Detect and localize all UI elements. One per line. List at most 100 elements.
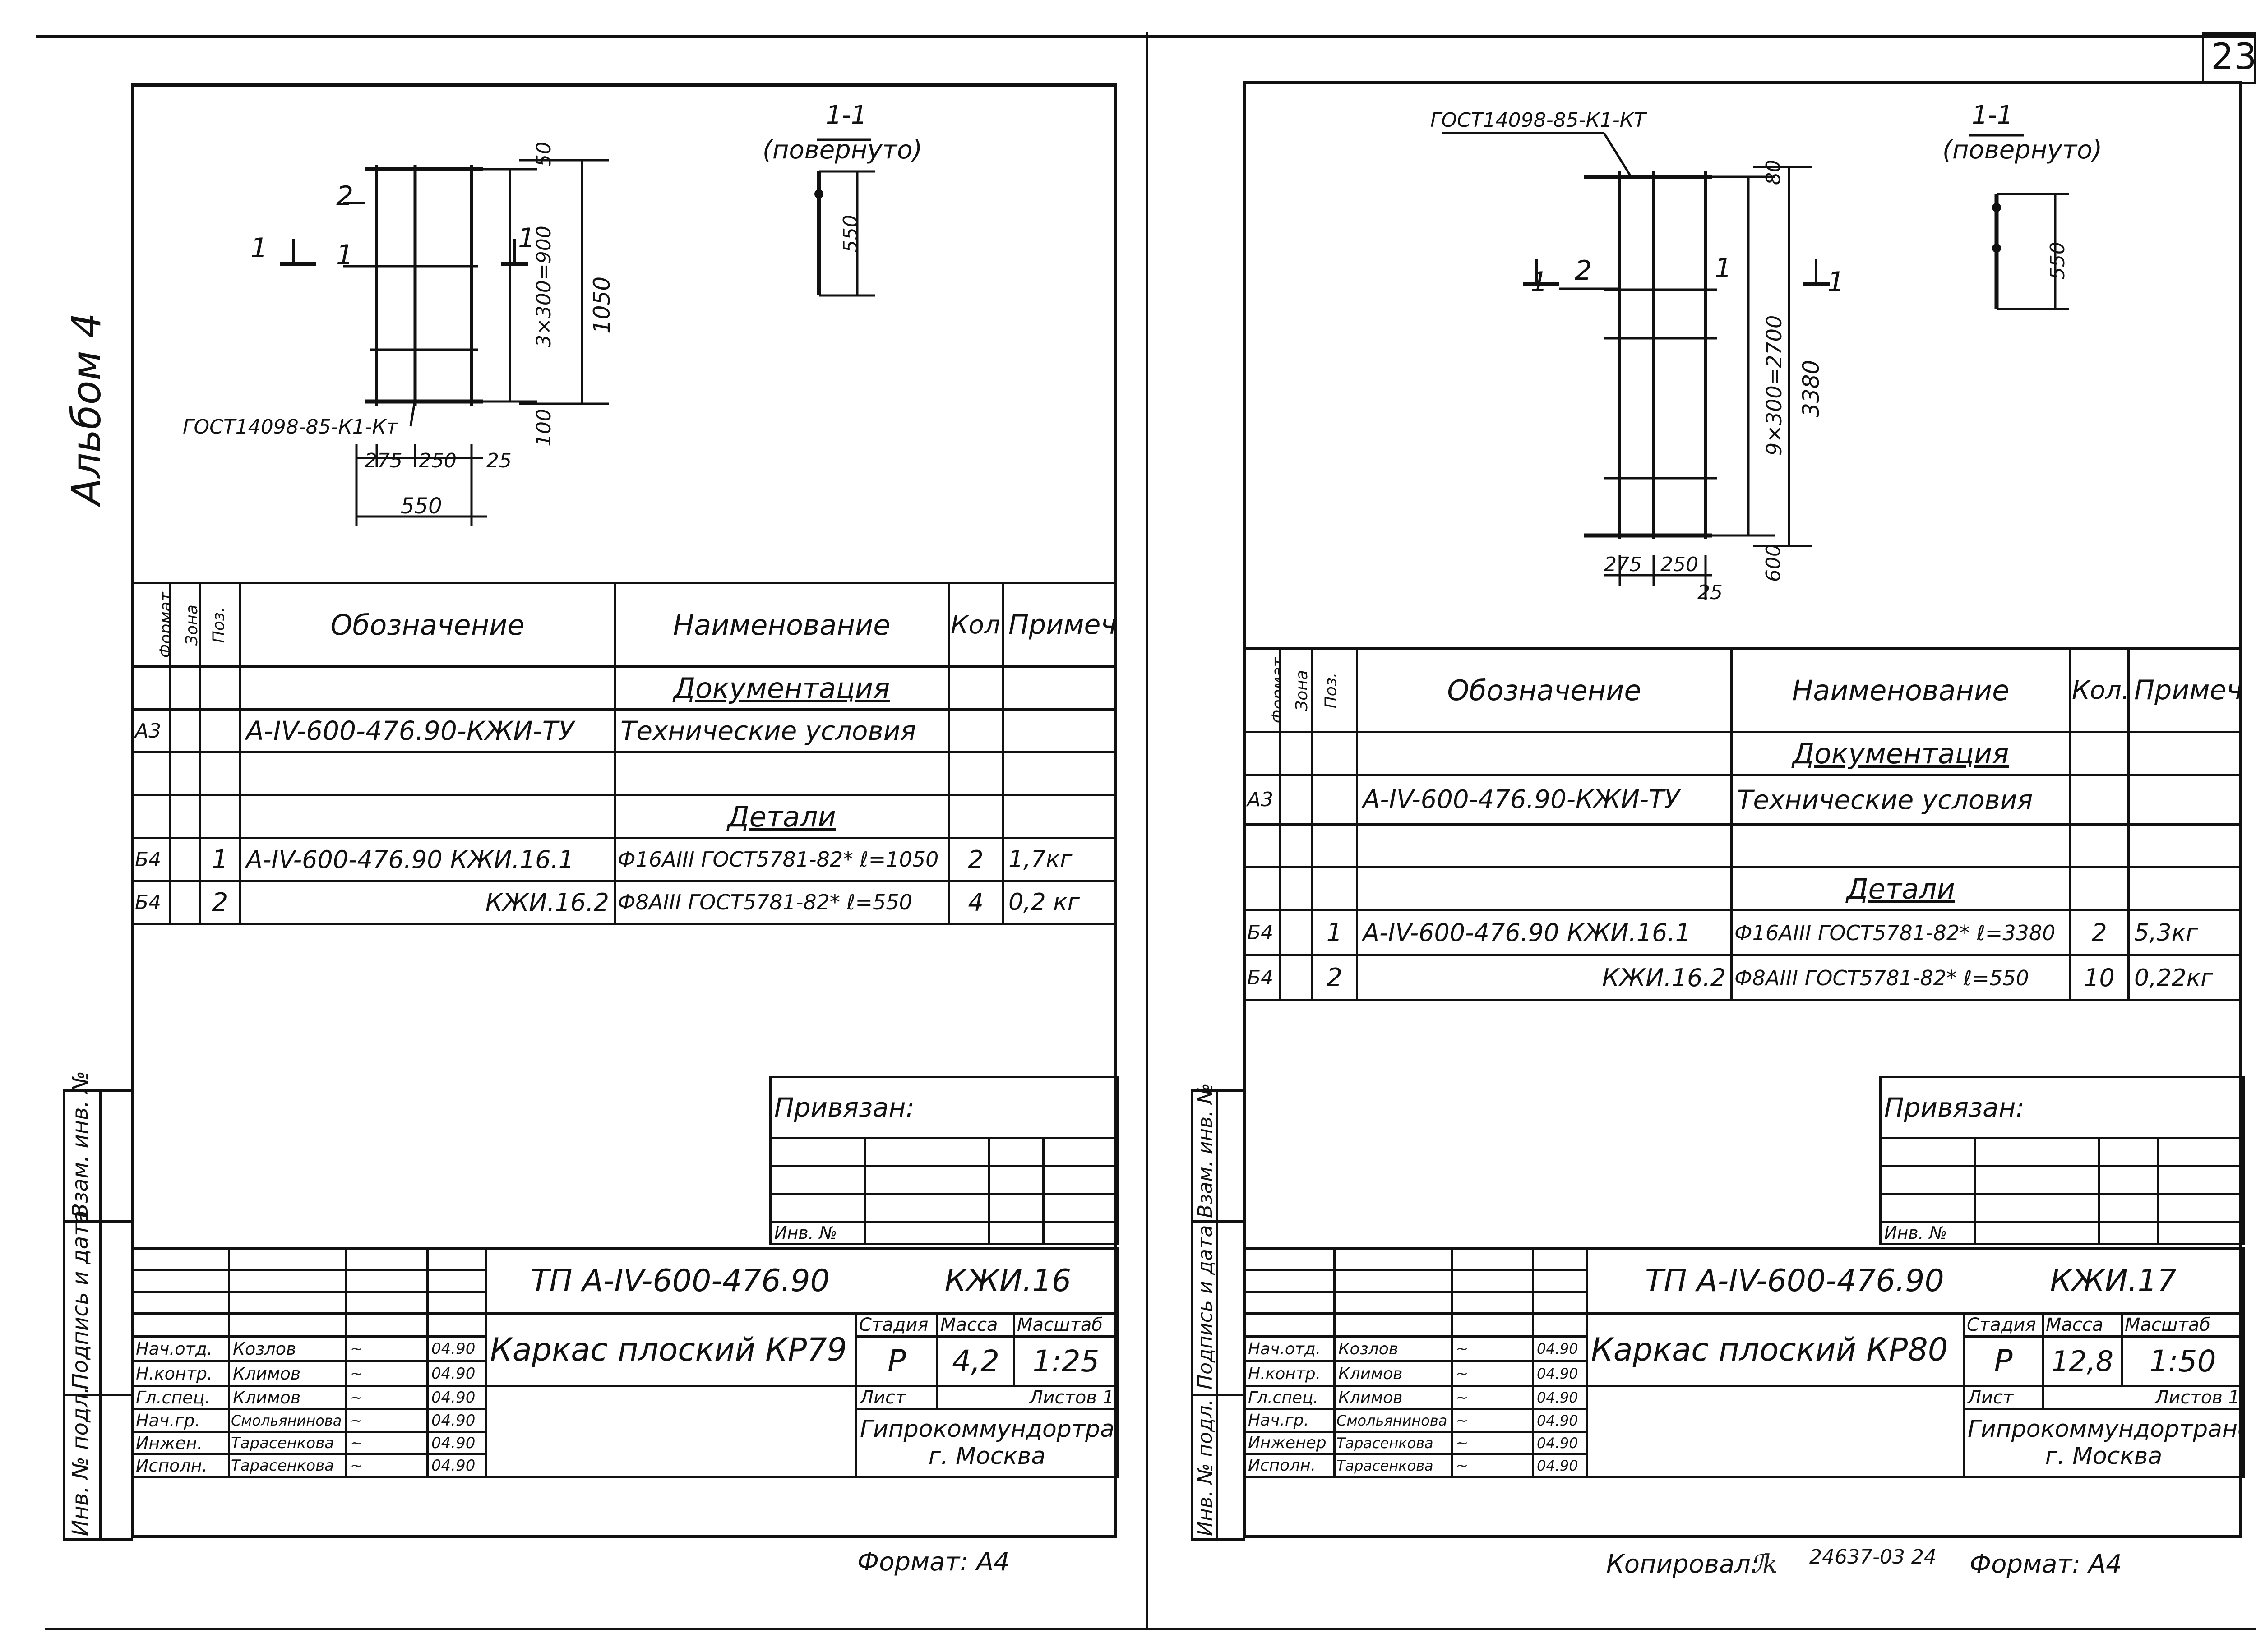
right-city: г. Москва [2045,1442,2163,1470]
left-cut-1b: 1 [518,222,536,254]
album-label: Альбом 4 [63,313,110,505]
signature: ~ [345,1335,429,1362]
right-row3-designation: КЖИ.16.2 [1356,954,1733,1001]
left-cut-1a: 1 [250,232,268,264]
left-row3-name: Ф8АIII ГОСТ5781-82* ℓ=550 [614,880,950,925]
right-cage-drawing [1442,132,2069,600]
right-sheet-code: КЖИ.17 [2050,1263,2177,1299]
right-row2-designation: А-IV-600-476.90 КЖИ.16.1 [1356,909,1733,956]
hdr-qty: Кол. [948,582,1004,668]
left-section-sub: (повернуто) [763,135,923,165]
bottom-rule [45,1628,2256,1630]
right-binding-label: Привязан: [1879,1076,2245,1139]
right-dim-w2: 250 [1660,553,1698,576]
left-section-label: 1-1 [826,101,867,130]
left-row1-name: Технические условия [614,708,950,753]
right-scale: 1:50 [2120,1335,2245,1387]
right-pos-2: 2 [1575,255,1592,286]
left-dim-bottom: 100 [532,409,555,447]
signature: ~ [1451,1453,1534,1478]
center-divider [1146,32,1148,1629]
hdr-zone: Зона [169,582,201,668]
right-title: Каркас плоский КР80 [1586,1312,1965,1387]
right-inv-label: Инв. № [1879,1221,1976,1245]
left-spec-table: Формат Зона Поз. Обозначение Наименовани… [131,582,1117,925]
left-sheet-code: КЖИ.16 [944,1263,1072,1299]
right-title-block: ТП А-IV-600-476.90 КЖИ.17 Каркас плоский… [1243,1247,2245,1478]
right-dim-top: 80 [1762,160,1785,185]
section-parts: Детали [614,794,950,839]
left-title-block: ТП А-IV-600-476.90 КЖИ.16 Каркас плоский… [131,1247,1119,1478]
spine-label-inv: Инв. № подл. [68,1386,93,1536]
right-dim-sec: 550 [2046,242,2069,280]
signature: ~ [1451,1360,1534,1387]
left-format-note: Формат: А4 [857,1547,1010,1577]
left-mass: 4,2 [936,1335,1015,1387]
left-row2-name: Ф16АIII ГОСТ5781-82* ℓ=1050 [614,837,950,882]
right-spine-label-inv: Инв. № подл. [1194,1399,1217,1536]
signature: ~ [345,1453,429,1478]
right-binding-block: Привязан: Инв. № [1879,1076,2245,1245]
spine-label-sign: Подпись и дата [68,1210,93,1389]
right-copied-note: Копировал: [1606,1550,1759,1579]
left-row3-designation: КЖИ.16.2 [239,880,616,925]
hdr-note: Примеч. [1002,582,1117,668]
right-copy-number: 24637-03 24 [1809,1546,1937,1569]
signature: ~ [345,1431,429,1455]
left-dim-total: 1050 [589,276,615,334]
right-spec-table: Формат Зона Поз. Обозначение Наименовани… [1243,647,2242,1001]
signature: ~ [345,1385,429,1410]
right-dim-w1: 275 [1604,553,1642,576]
signature: ~ [1451,1408,1534,1433]
signature: ~ [345,1360,429,1387]
section-docs: Документация [614,665,950,711]
right-section-sub: (повернуто) [1942,135,2103,165]
right-stage: Р [1963,1335,2044,1387]
right-pos-1: 1 [1715,253,1732,284]
right-mass: 12,8 [2042,1335,2123,1387]
signature: ℐk [1751,1550,1778,1579]
left-dim-wtotal: 550 [401,494,442,519]
page-number: 23 [2211,36,2256,78]
right-row2-name: Ф16АIII ГОСТ5781-82* ℓ=3380 [1730,909,2071,956]
left-city: г. Москва [928,1442,1046,1470]
left-dim-mid: 3×300=900 [532,226,555,347]
right-section-label: 1-1 [1972,101,2013,130]
right-spine-label-replace: Взам. инв. № [1194,1083,1217,1218]
spine-label-replace: Взам. инв. № [68,1071,93,1218]
right-cut-1a: 1 [1530,266,1548,298]
right-gost-note: ГОСТ14098-85-К1-КТ [1430,109,1646,132]
left-row2-designation: А-IV-600-476.90 КЖИ.16.1 [239,837,616,882]
left-org: Гипрокоммундортранс [860,1415,1118,1443]
left-binding-block: Привязан: Инв. № [769,1076,1119,1245]
right-row3-name: Ф8АIII ГОСТ5781-82* ℓ=550 [1730,954,2071,1001]
left-gost-note: ГОСТ14098-85-К1-Кт [183,415,398,438]
hdr-pos: Поз. [199,582,241,668]
signature: ~ [1451,1385,1534,1410]
right-format-note: Формат: А4 [1969,1550,2122,1579]
left-dim-w2: 250 [419,449,457,472]
signature: ~ [1451,1335,1534,1362]
hdr-name: Наименование [614,582,950,668]
left-binding-label: Привязан: [769,1076,1119,1139]
left-title: Каркас плоский КР79 [485,1312,857,1387]
left-cage-drawing [280,138,875,526]
right-dim-bottom: 600 [1762,544,1785,582]
hdr-format: Формат [131,582,171,668]
left-dim-sec: 550 [839,215,862,253]
signature: ~ [1451,1431,1534,1455]
right-dim-total: 3380 [1798,360,1824,417]
left-dim-top: 50 [532,142,555,167]
right-org: Гипрокоммундортранс [1968,1415,2244,1443]
hdr-designation: Обозначение [239,582,616,668]
right-spine-label-sign: Подпись и дата [1194,1225,1217,1389]
left-dim-w3: 25 [486,449,512,472]
right-dim-mid: 9×300=2700 [1762,315,1786,456]
left-inv-label: Инв. № [769,1221,866,1245]
right-doc-code: ТП А-IV-600-476.90 [1645,1263,1944,1299]
signature: ~ [345,1408,429,1433]
left-scale: 1:25 [1012,1335,1119,1387]
left-pos-1: 1 [336,239,354,271]
left-dim-w1: 275 [365,449,402,472]
left-row1-designation: А-IV-600-476.90-КЖИ-ТУ [239,708,616,753]
